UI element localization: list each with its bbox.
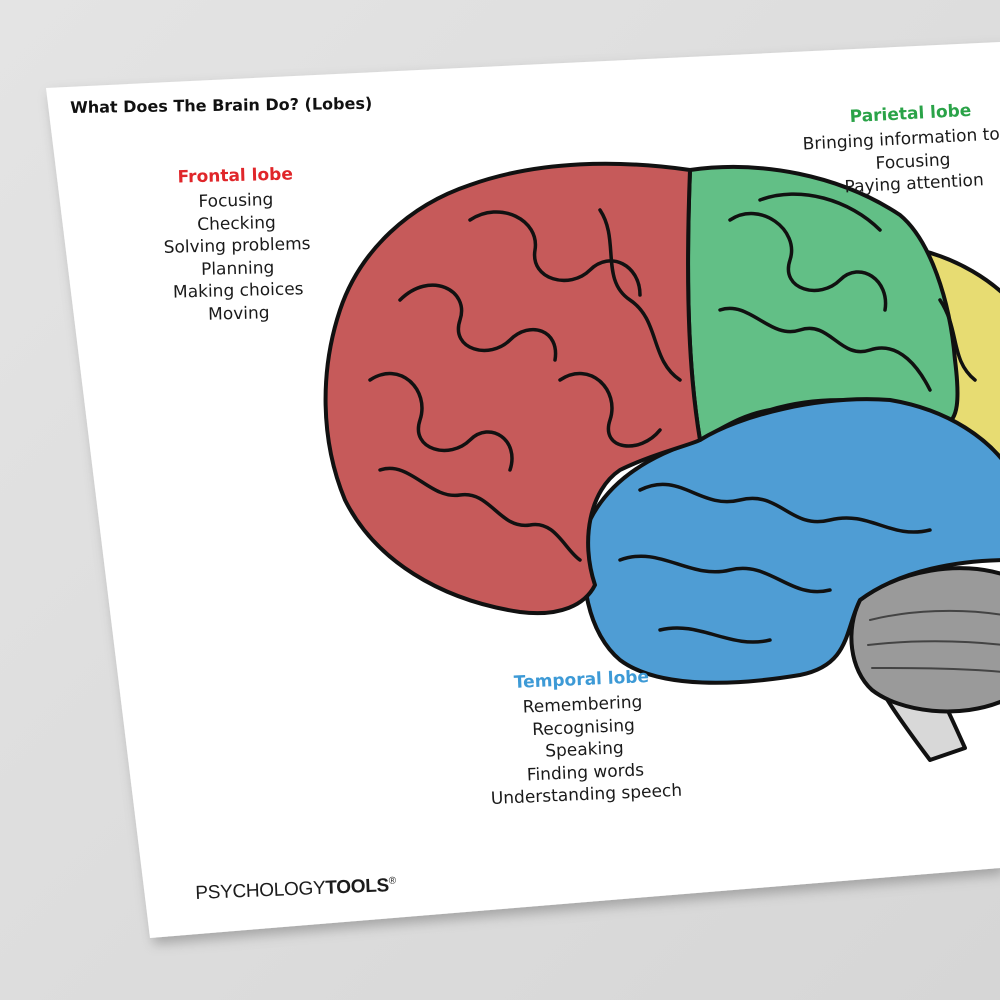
parietal-lobe-block: Parietal lobe Bringing information toge … — [790, 98, 1000, 202]
registered-mark: ® — [388, 875, 397, 887]
temporal-lobe-block: Temporal lobe Remembering Recognising Sp… — [466, 665, 702, 811]
frontal-lobe-heading: Frontal lobe — [177, 164, 294, 188]
frontal-lobe-block: Frontal lobe Focusing Checking Solving p… — [140, 164, 334, 328]
frontal-lobe — [323, 161, 702, 616]
brand-name-bold: TOOLS — [324, 875, 390, 899]
brand-name-light: PSYCHOLOGY — [195, 877, 326, 904]
parietal-lobe — [686, 165, 960, 442]
